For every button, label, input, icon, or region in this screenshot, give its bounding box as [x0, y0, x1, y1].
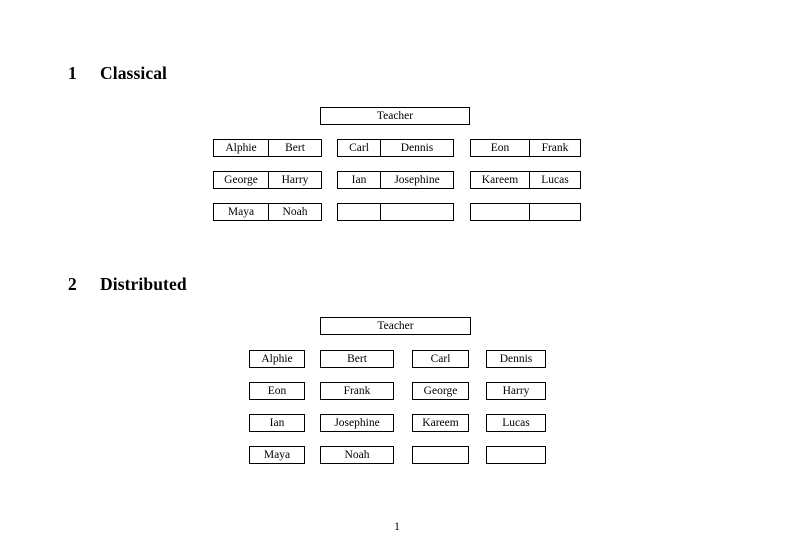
distributed-cell: Ian [249, 414, 305, 432]
distributed-cell: Alphie [249, 350, 305, 368]
classical-group-left-row-1: Alphie Bert [213, 139, 322, 157]
section-number: 2 [68, 274, 77, 294]
distributed-cell: Kareem [412, 414, 469, 432]
page-number: 1 [394, 521, 400, 533]
distributed-cell: Eon [249, 382, 305, 400]
student-cell-empty [338, 204, 380, 220]
student-cell: Frank [529, 140, 580, 156]
student-cell: Bert [268, 140, 321, 156]
distributed-cell: Carl [412, 350, 469, 368]
student-cell: Eon [490, 142, 510, 154]
section-number: 1 [68, 63, 77, 83]
distributed-cell: Maya [249, 446, 305, 464]
student-cell: Alphie [225, 142, 257, 154]
distributed-cell: Lucas [486, 414, 546, 432]
classical-group-left-row-2: George Harry [213, 171, 322, 189]
student-cell-empty [529, 204, 580, 220]
distributed-cell: Frank [320, 382, 394, 400]
distributed-cell: Josephine [320, 414, 394, 432]
student-cell: Kareem [481, 174, 519, 186]
classical-group-middle-row-2: Ian Josephine [337, 171, 454, 189]
distributed-cell: George [412, 382, 469, 400]
classical-group-right-row-1: Eon Frank [470, 139, 581, 157]
student-cell: Josephine [380, 172, 453, 188]
classical-group-middle-row-1: Carl Dennis [337, 139, 454, 157]
distributed-cell-empty [412, 446, 469, 464]
classical-group-right-row-3-empty [470, 203, 581, 221]
distributed-cell: Bert [320, 350, 394, 368]
student-cell: Ian [351, 174, 367, 186]
classical-teacher-box: Teacher [320, 107, 470, 125]
section-heading-classical: 1 Classical [68, 63, 168, 83]
student-cell: Lucas [529, 172, 580, 188]
distributed-cell: Dennis [486, 350, 546, 368]
student-cell: George [224, 174, 258, 186]
student-cell: Noah [268, 204, 321, 220]
classical-group-right-row-2: Kareem Lucas [470, 171, 581, 189]
student-cell-empty [380, 204, 453, 220]
distributed-teacher-box: Teacher [320, 317, 471, 335]
student-cell: Maya [227, 206, 255, 218]
student-cell: Carl [349, 142, 369, 154]
section-title: Classical [100, 63, 168, 83]
classical-group-middle-row-3-empty [337, 203, 454, 221]
distributed-cell: Noah [320, 446, 394, 464]
distributed-cell: Harry [486, 382, 546, 400]
classical-group-left-row-3: Maya Noah [213, 203, 322, 221]
section-title: Distributed [100, 274, 187, 294]
distributed-cell-empty [486, 446, 546, 464]
student-cell: Harry [268, 172, 321, 188]
section-heading-distributed: 2 Distributed [68, 274, 187, 294]
student-cell: Dennis [380, 140, 453, 156]
student-cell-empty [471, 204, 529, 220]
